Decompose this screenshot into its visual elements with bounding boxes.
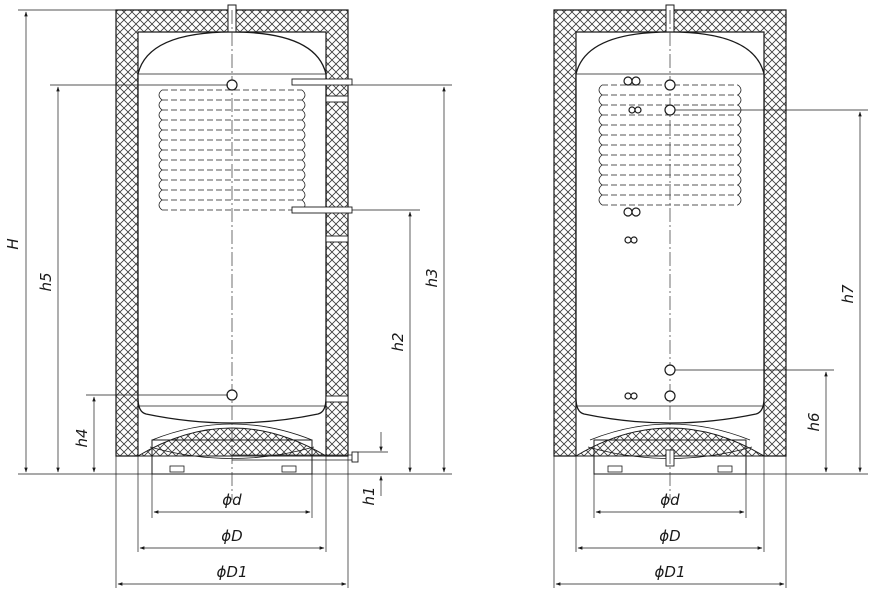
left-label-d: ϕd [222,491,242,509]
left-upper-port [226,79,238,91]
right-view: h7 h6 ϕd ϕD ϕD1 [553,4,868,588]
left-dimension-lines [24,11,446,586]
left-label-h5: h5 [37,272,55,291]
right-label-D1: ϕD1 [655,563,686,581]
right-label-D: ϕD [659,527,680,545]
right-label-d: ϕd [660,491,680,509]
right-tank-body [575,31,765,424]
right-insulation [553,9,787,457]
left-extension-lines [18,9,452,588]
right-label-h6: h6 [805,412,823,431]
right-coil [598,84,742,206]
right-label-h7: h7 [839,284,857,304]
left-coil [158,89,306,211]
right-ports [623,76,676,402]
left-label-h2: h2 [389,332,407,351]
right-dimension-lines [555,111,862,586]
left-insulation [115,9,349,457]
left-label-h1: h1 [360,486,378,505]
left-label-H: H [4,238,22,249]
left-label-D: ϕD [221,527,242,545]
left-label-h4: h4 [73,428,91,447]
left-view: H h5 h3 h2 h4 h1 ϕd ϕD ϕD1 [4,4,452,588]
left-label-D1: ϕD1 [217,563,248,581]
right-extension-lines [553,109,868,588]
left-lower-port [226,389,238,401]
left-label-h3: h3 [423,268,441,287]
left-side-nozzles [325,95,349,403]
left-drain-pipe [232,454,352,461]
